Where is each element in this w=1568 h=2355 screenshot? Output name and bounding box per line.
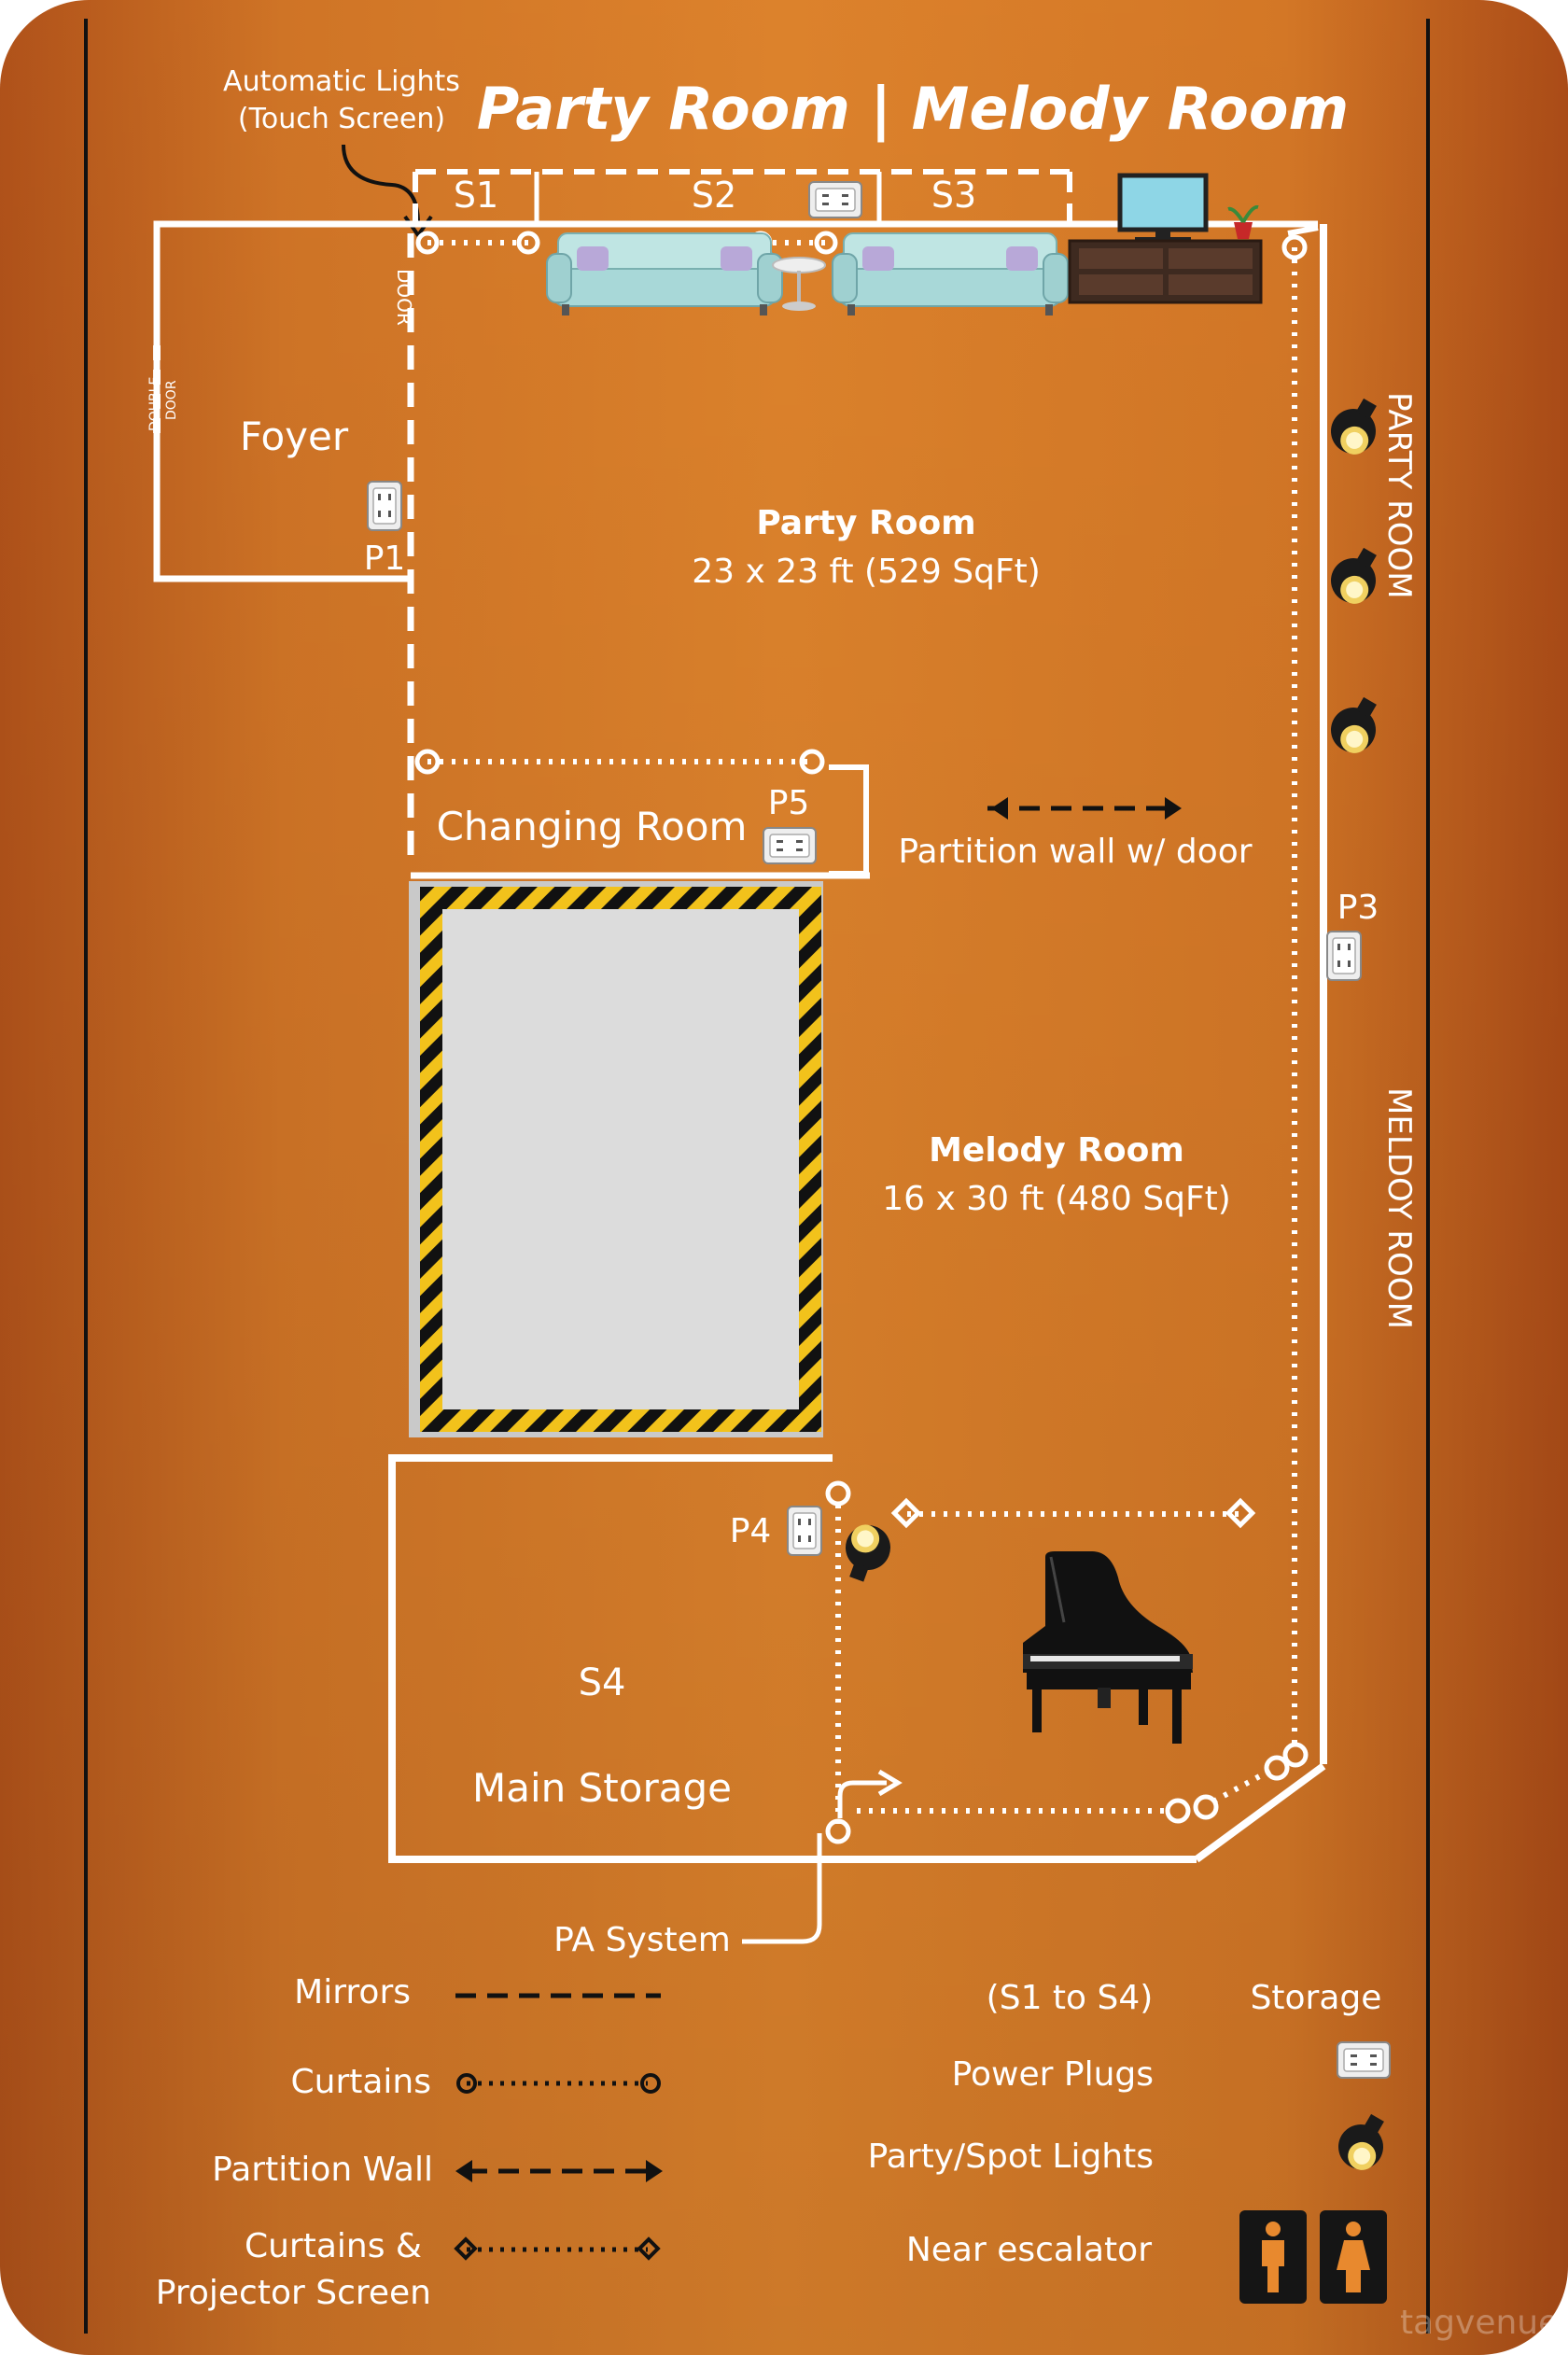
legend-storage-range: (S1 to S4) [987,1979,1154,2017]
tv-cabinet-icon [1068,239,1263,304]
pa-arrow [837,1780,887,1818]
power-plug-icon [763,827,817,864]
legend-curtains-projector-label: Curtains & [245,2227,422,2265]
callout-arrow [342,144,420,225]
foyer-label: Foyer [240,414,349,459]
curtain-ring [799,749,825,775]
plug-label-p5: P5 [768,784,810,822]
curtain-ring [1165,1798,1191,1824]
double-door-label: DOUBLE [147,377,162,431]
power-plug-icon [1326,931,1362,981]
touch-screen-label: (Touch Screen) [238,103,445,135]
pa-arrowhead [877,1769,903,1797]
curtain-ring [825,1480,851,1507]
party-room-side-label: PARTY ROOM [1380,392,1418,599]
male-restroom-icon [1239,2210,1307,2304]
legend-storage-label: Storage [1251,1979,1382,2017]
main-storage-label: Main Storage [472,1765,732,1811]
legend-curtains-label: Curtains [290,2063,431,2101]
automatic-lights-label: Automatic Lights [223,65,460,98]
melody-room-name: Melody Room [929,1131,1184,1170]
curtain-ring [1264,1755,1290,1781]
curtain-ring [1193,1794,1219,1820]
double-door-label: DOOR [164,380,179,420]
legend-curtains-projector-label: Projector Screen [156,2274,431,2312]
changing-room-label: Changing Room [437,804,748,849]
storage-s4-label: S4 [579,1661,626,1704]
power-plug-icon [1337,2041,1391,2079]
power-plug-icon [367,481,402,531]
legend-projector-marker [454,2236,478,2261]
curtain-ring [516,231,540,255]
party-room-size: 23 x 23 ft (529 SqFt) [692,553,1041,591]
legend-power-plugs-label: Power Plugs [952,2055,1154,2094]
curtain-ring [825,1818,851,1844]
power-plug-icon [808,181,862,218]
sofa-icon [546,232,783,316]
curtain-ring [414,749,441,775]
plug-label-p4: P4 [730,1512,772,1550]
partition-arrowhead [991,797,1008,820]
storage-s1-s3 [413,169,1072,222]
legend-curtain-ring [640,2073,661,2094]
legend-projector-marker [637,2236,661,2261]
melody-room-size: 16 x 30 ft (480 SqFt) [882,1180,1231,1218]
plug-label-p3: P3 [1337,889,1379,927]
curtain-ring [415,231,440,255]
pa-system-label: PA System [553,1921,731,1959]
storage-label-s2: S2 [692,175,736,216]
legend-spot-lights-label: Party/Spot Lights [868,2138,1154,2176]
side-table-icon [772,257,826,311]
reserved-area [442,909,799,1409]
female-restroom-icon [1320,2210,1387,2304]
top-corner-wall [1287,225,1319,236]
plug-label-p1: P1 [364,540,406,578]
power-plug-icon [787,1506,822,1556]
storage-label-s1: S1 [454,175,498,216]
melody-room-side-label: MELDOY ROOM [1380,1087,1418,1329]
bottom-angled-wall [1194,1762,1326,1863]
legend-escalator-label: Near escalator [906,2231,1152,2269]
legend-partition-arrowhead [455,2160,472,2182]
projector-marker [890,1497,922,1529]
watermark: tagvenue [1400,2304,1559,2342]
projector-marker [1225,1497,1256,1529]
pa-leader-line [742,1833,822,1944]
partition-arrowhead [1165,797,1182,820]
grand-piano-icon [1023,1551,1193,1744]
main-storage-walls [388,1454,833,1863]
legend-partition-label: Partition Wall [212,2151,433,2189]
partition-note: Partition wall w/ door [898,833,1252,871]
legend-partition-arrowhead [646,2160,663,2182]
curtain-ring [1282,1742,1309,1768]
legend-mirrors-label: Mirrors [294,1973,411,2012]
curtain-ring [814,231,838,255]
page-title: Party Room | Melody Room [477,75,1349,144]
legend-curtain-ring [456,2073,477,2094]
sofa-icon [832,232,1069,316]
storage-label-s3: S3 [931,175,976,216]
plant-icon [1227,204,1259,239]
door-label: DOOR [393,269,415,326]
party-room-name: Party Room [756,504,975,542]
curtain-ring [1281,234,1308,260]
